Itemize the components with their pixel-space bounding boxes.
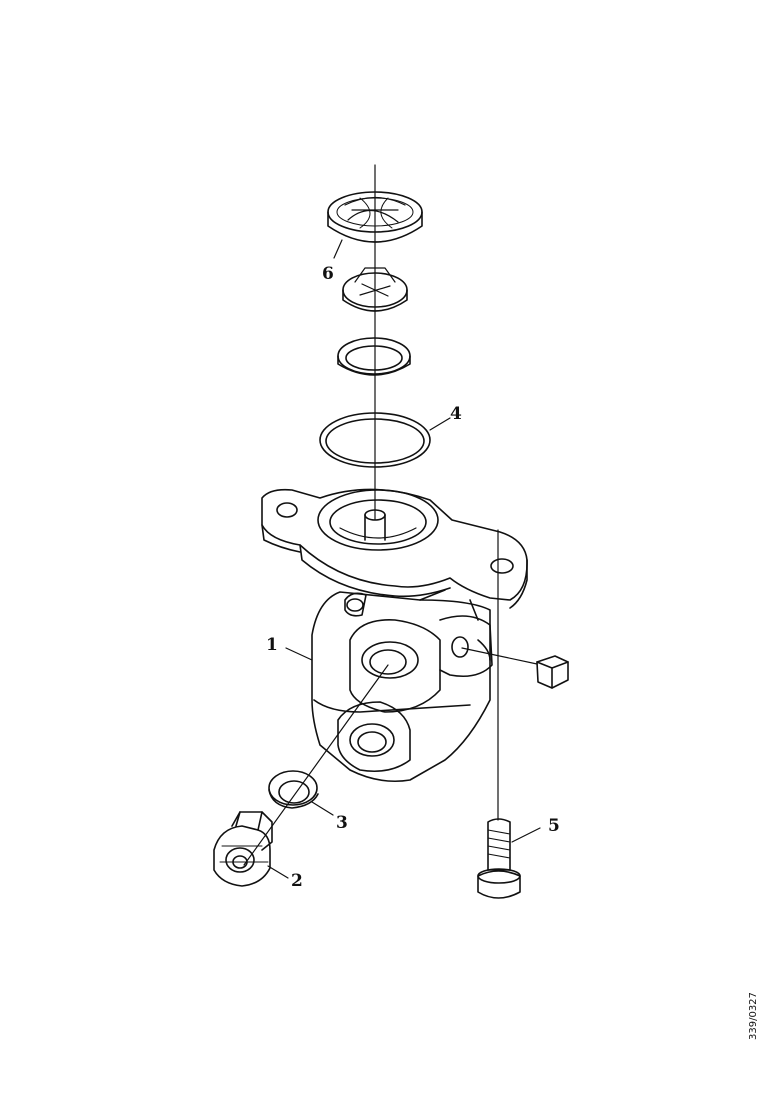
- leader-2: [267, 865, 289, 879]
- part-4-o-ring: [319, 412, 431, 468]
- part-6-cover-disc: [327, 191, 423, 243]
- callout-1: 1: [266, 635, 278, 655]
- side-plug: [461, 647, 569, 689]
- leader-1: [285, 647, 313, 661]
- leader-5: [511, 827, 541, 843]
- leader-4: [429, 417, 451, 431]
- cam-ring: [337, 337, 411, 376]
- rotor-plate: [342, 267, 408, 312]
- leader-6: [333, 239, 343, 259]
- callout-5: 5: [548, 816, 560, 836]
- part-1-pump-body: [261, 488, 528, 783]
- callout-2: 2: [291, 871, 303, 891]
- part-5-bolt: [477, 818, 521, 899]
- drawing-reference-code: 339/0327: [748, 992, 759, 1040]
- callout-6: 6: [322, 264, 334, 284]
- callout-3: 3: [336, 813, 348, 833]
- leader-3: [311, 801, 334, 816]
- part-2-union-fitting: [213, 811, 273, 887]
- callout-4: 4: [450, 404, 462, 424]
- assembly-line-outlet: [243, 664, 389, 866]
- part-3-sealing-washer: [268, 770, 319, 809]
